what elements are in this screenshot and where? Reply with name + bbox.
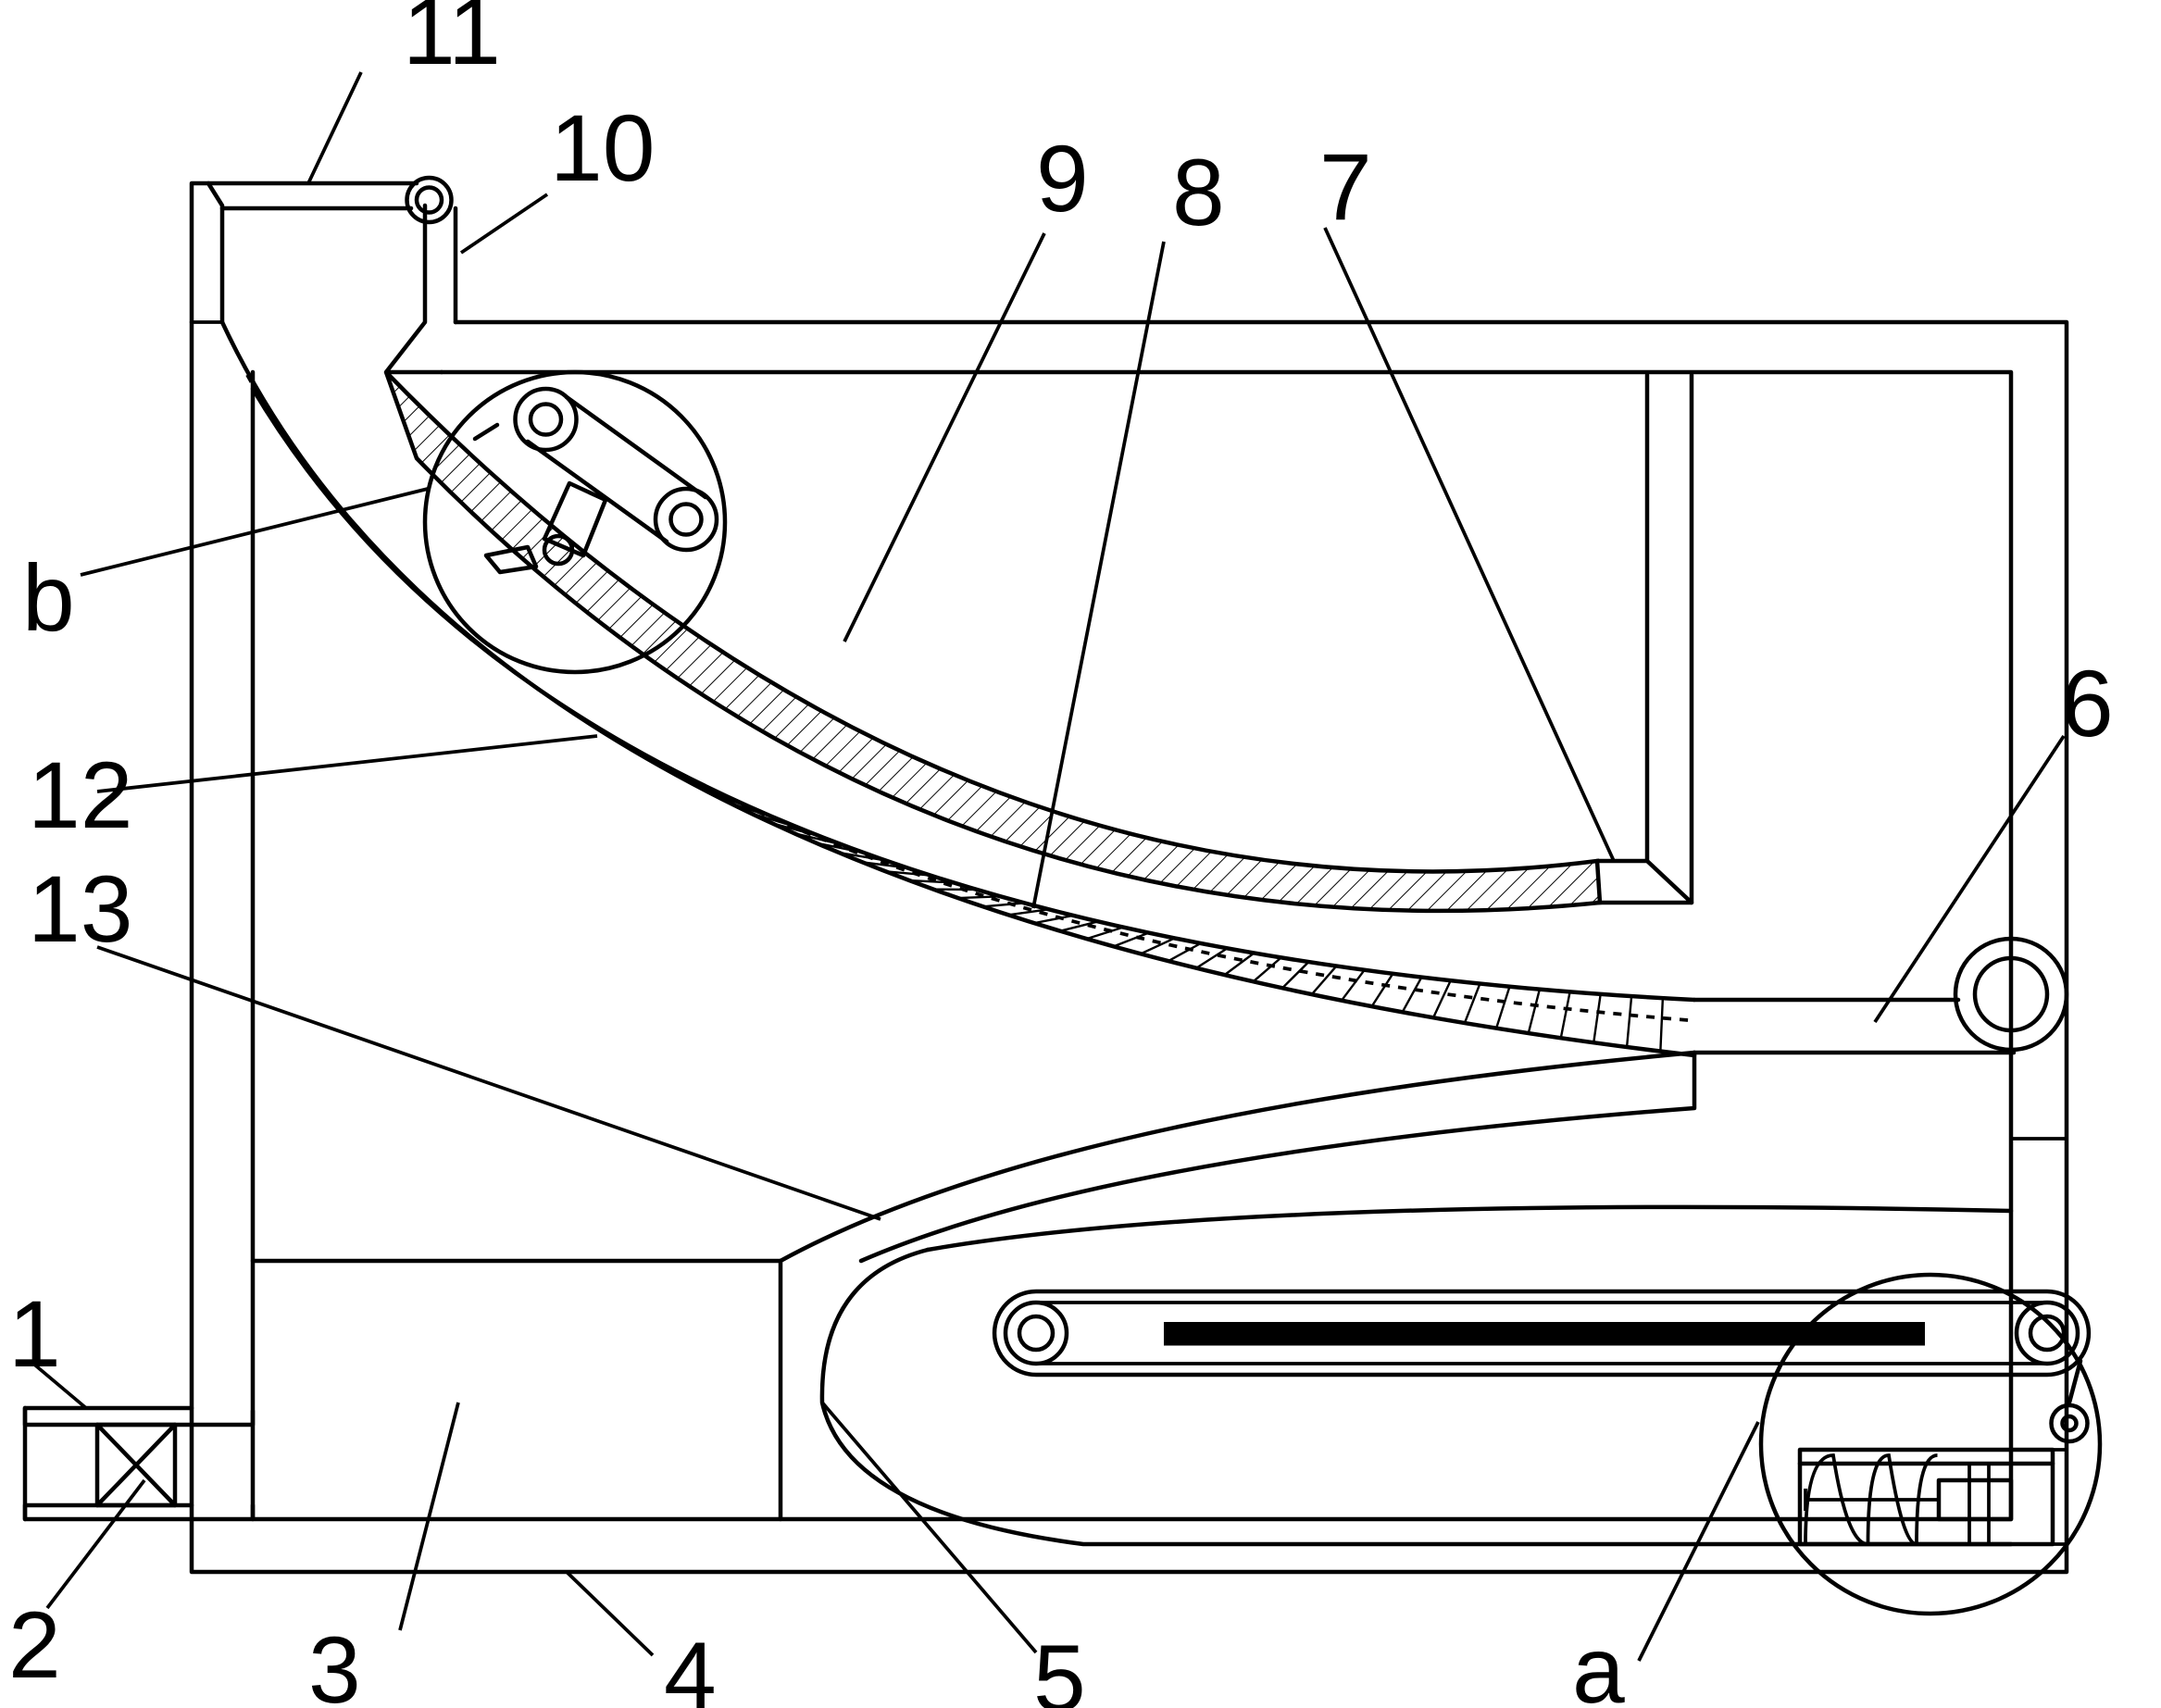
label-b: b [22, 545, 75, 651]
label-10: 10 [550, 95, 655, 201]
label-9: 9 [1036, 126, 1089, 231]
conveyor-belt [992, 1289, 2092, 1378]
label-2: 2 [8, 1592, 61, 1698]
label-8: 8 [1172, 140, 1225, 245]
screen-belt-segments [237, 355, 1665, 1052]
label-13: 13 [28, 856, 132, 962]
label-11: 11 [403, 0, 501, 84]
detail-b-rocker-mechanism [422, 369, 728, 675]
collection-box [250, 1258, 783, 1522]
label-5: 5 [1033, 1626, 1086, 1708]
label-1: 1 [8, 1281, 61, 1387]
label-4: 4 [664, 1623, 717, 1708]
label-12: 12 [28, 742, 132, 848]
label-a: a [1572, 1617, 1625, 1708]
feed-hopper [189, 181, 458, 375]
lower-guide [778, 1050, 1697, 1264]
label-6: 6 [2061, 651, 2114, 756]
upper-guide-plate [383, 370, 1694, 914]
valve [94, 1422, 178, 1508]
detail-a-spring-tensioner [1758, 1272, 2103, 1616]
inlet-pipe [22, 1405, 256, 1522]
hopper-cover-hinge [405, 175, 454, 225]
conveyor-housing [819, 1204, 2014, 1547]
leader-lines [31, 71, 2066, 1662]
label-7: 7 [1319, 134, 1372, 240]
discharge-chute [1692, 936, 2069, 1055]
label-3: 3 [308, 1617, 361, 1708]
